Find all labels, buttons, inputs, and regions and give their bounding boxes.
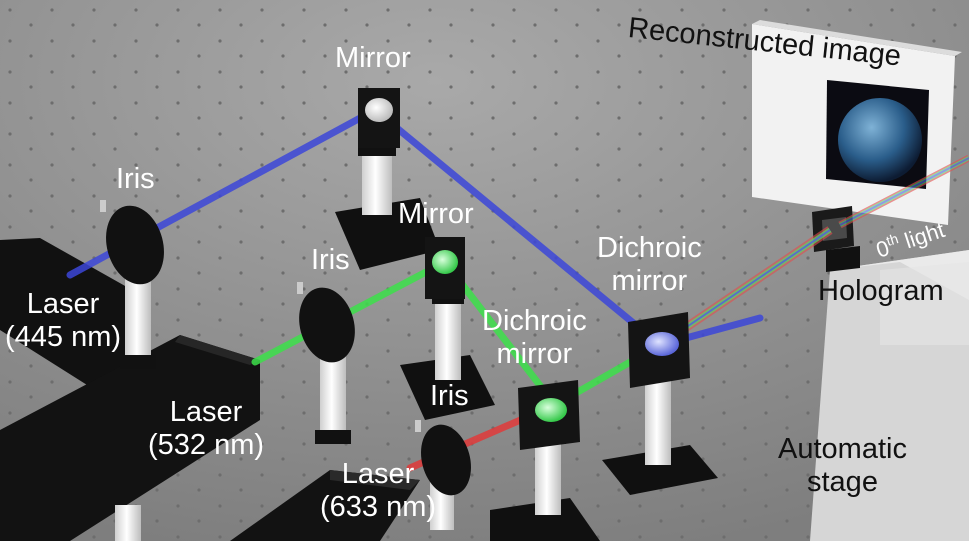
iris-2-mount: [297, 282, 355, 444]
label-hologram: Hologram: [818, 275, 944, 307]
label-iris-1: Iris: [116, 163, 155, 195]
label-dichroic-mirror-2: Dichroic mirror: [597, 232, 702, 298]
iris-3-mount: [415, 420, 471, 530]
mirror-mid-glass: [432, 250, 458, 274]
label-laser-633-line1: Laser: [341, 458, 415, 490]
label-dichroic-2-line2: mirror: [611, 265, 688, 297]
blue-beam: [66, 105, 764, 349]
label-mirror-top: Mirror: [335, 42, 411, 74]
laser-post-lower: [115, 505, 141, 541]
label-laser-445-line1: Laser: [26, 288, 100, 320]
laser-532-housing: [0, 335, 260, 541]
laser-633-housing: [230, 470, 420, 541]
label-laser-633: Laser (633 nm): [320, 458, 436, 524]
label-dichroic-1-line1: Dichroic: [482, 305, 587, 337]
mirror-top-mount: [335, 88, 440, 270]
dichroic-mirror-1-mount: [490, 380, 600, 541]
label-mirror-mid: Mirror: [398, 198, 474, 230]
label-laser-445: Laser (445 nm): [5, 288, 121, 354]
mirror-mid-mount: [400, 237, 495, 420]
label-automatic-stage: Automatic stage: [778, 433, 907, 499]
label-laser-633-line2: (633 nm): [320, 491, 437, 523]
label-laser-532-line2: (532 nm): [148, 429, 265, 461]
label-iris-2: Iris: [311, 244, 350, 276]
label-dichroic-1-line2: mirror: [496, 338, 573, 370]
label-laser-445-line2: (445 nm): [5, 321, 122, 353]
earth-image: [838, 98, 922, 182]
label-dichroic-2-line1: Dichroic: [597, 232, 702, 264]
dichroic-mirror-1-glass: [535, 398, 567, 422]
zeroth-order-beam: [838, 154, 969, 229]
label-laser-532-line1: Laser: [169, 396, 243, 428]
projection-screen: [752, 20, 962, 225]
label-stage-line1: Automatic: [778, 433, 907, 465]
label-dichroic-mirror-1: Dichroic mirror: [482, 305, 587, 371]
label-stage-line2: stage: [807, 466, 878, 498]
mirror-top-glass: [365, 98, 393, 122]
label-laser-532: Laser (532 nm): [148, 396, 264, 462]
iris-1-mount: [100, 200, 164, 369]
dichroic-mirror-2-mount: [602, 312, 718, 495]
dichroic-mirror-2-glass: [645, 332, 679, 356]
label-iris-3: Iris: [430, 380, 469, 412]
automatic-stage: [810, 250, 969, 541]
